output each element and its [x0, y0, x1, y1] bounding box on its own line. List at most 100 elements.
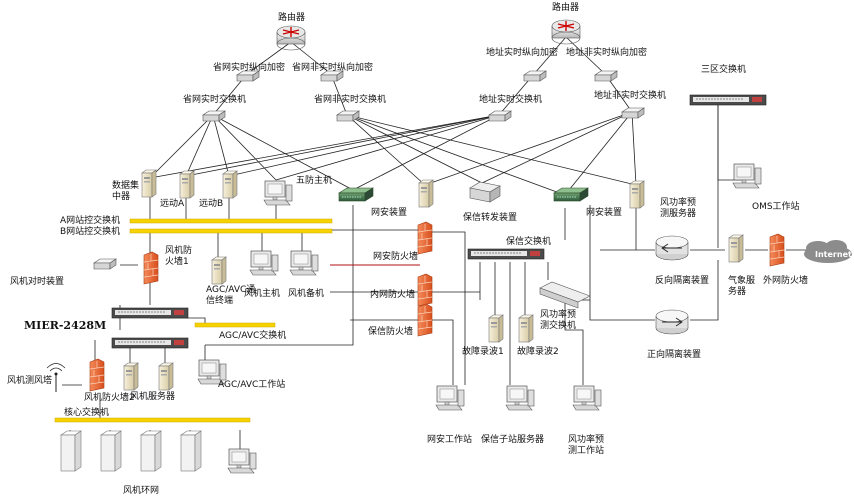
long-switch-icon: [539, 281, 591, 309]
label-weather-server: 气象服: [728, 276, 756, 286]
server-icon: [179, 170, 195, 199]
label-bus-a: A网站控交换机: [60, 216, 121, 226]
workstation-icon: [227, 448, 257, 474]
label-wind-time-sync: 风机对时装置: [10, 277, 65, 287]
switch-icon: [336, 110, 360, 122]
firewall-icon: [89, 358, 105, 392]
label-addr-nrt-sw: 地址非实时交换机: [594, 91, 667, 101]
label-agc-avc-terminal: 信终端: [206, 296, 234, 306]
label-internet: Internet: [815, 250, 852, 259]
workstation-icon: [263, 180, 293, 206]
workstation-icon: [435, 385, 465, 411]
label-mier-2428m: MIER-2428M: [24, 319, 107, 332]
label-wind-forecast-switch: 风功率预: [540, 310, 577, 320]
time-sync-device-icon: [93, 258, 117, 270]
server-icon: [518, 314, 534, 343]
ring-server-icon: [180, 430, 202, 472]
label-weather-server: 务器: [728, 287, 747, 297]
label-zone3-switch: 三区交换机: [701, 65, 747, 75]
workstation-icon: [289, 250, 319, 276]
label-data-concentrator: 数据集: [112, 181, 140, 191]
firewall-icon: [417, 221, 433, 255]
label-addr-nrt-enc: 地址非实时纵向加密: [566, 48, 648, 58]
label-wind-host: 风机主机: [244, 289, 281, 299]
firewall-icon: [417, 303, 433, 337]
zone3-switch-rack-icon: [689, 94, 767, 106]
mier-switch-rack-icon: [111, 337, 189, 349]
label-wind-firewall-1: 风机防: [165, 246, 193, 256]
label-wind-tower: 风机测风塔: [7, 376, 53, 386]
label-addr-rt-enc: 地址实时纵向加密: [486, 48, 559, 58]
mier-switch-rack-icon: [111, 307, 189, 319]
router-icon: [276, 25, 306, 51]
label-wind-firewall-1: 火墙1: [165, 257, 189, 267]
firewall-icon: [417, 273, 433, 307]
server-icon: [141, 169, 157, 198]
ring-server-icon: [140, 430, 162, 472]
firewall-icon: [769, 233, 785, 267]
label-core-switch: 核心交换机: [64, 408, 110, 418]
label-net-sec-device-left: 网安装置: [371, 208, 408, 218]
switch-icon: [488, 110, 512, 122]
bus-b: [129, 228, 333, 234]
label-net-sec-firewall: 网安防火墙: [373, 252, 419, 262]
router-icon: [551, 19, 581, 45]
workstation-icon: [505, 385, 535, 411]
label-wind-forecast-server: 测服务器: [660, 209, 697, 219]
ring-server-icon: [100, 430, 122, 472]
label-prov-rt-sw: 省网实时交换机: [183, 95, 247, 105]
protection-forward-device-icon: [469, 181, 501, 203]
switch-icon: [202, 110, 226, 122]
server-icon: [211, 256, 227, 285]
label-agc-avc-switch: AGC/AVC交换机: [219, 331, 287, 341]
agc-avc-switch-bus: [194, 322, 276, 328]
label-net-sec-device-right: 网安装置: [586, 208, 623, 218]
label-wind-ring-network: 风机环网: [123, 486, 160, 496]
net-security-switch-icon: [553, 187, 589, 202]
label-wind-forecast-workstation: 风功率预: [568, 435, 605, 445]
label-bus-b: B网站控交换机: [60, 227, 121, 237]
label-net-sec-workstation: 网安工作站: [427, 435, 473, 445]
label-wufang-host: 五防主机: [296, 176, 333, 186]
label-forward-isolation: 正向隔离装置: [647, 350, 702, 360]
internet-cloud-icon: [804, 240, 852, 263]
label-remote-a: 远动A: [160, 199, 185, 209]
label-protection-switch: 保信交换机: [506, 237, 552, 247]
label-agc-avc-terminal: AGC/AVC通: [206, 285, 256, 295]
server-icon: [728, 234, 744, 263]
encryption-device-icon: [523, 70, 547, 82]
label-fault-recorder-1: 故障录波1: [462, 347, 504, 357]
bus-a: [129, 218, 333, 224]
server-icon: [488, 314, 504, 343]
server-icon: [222, 170, 238, 199]
workstation-icon: [572, 385, 602, 411]
label-wind-firewall-2: 风机防火墙2: [84, 393, 135, 403]
workstation-icon: [249, 250, 279, 276]
label-data-concentrator: 中器: [112, 192, 131, 202]
net-security-switch-icon: [338, 187, 374, 202]
label-wind-backup: 风机备机: [288, 289, 325, 299]
label-wind-forecast-switch: 测交换机: [540, 321, 577, 331]
label-wind-forecast-workstation: 测工作站: [568, 446, 605, 456]
encryption-device-icon: [594, 70, 618, 82]
label-prov-nrt-sw: 省网非实时交换机: [314, 95, 387, 105]
label-addr-rt-sw: 地址实时交换机: [479, 95, 543, 105]
server-icon: [629, 180, 645, 209]
label-remote-b: 远动B: [199, 199, 224, 209]
workstation-icon: [732, 163, 762, 189]
label-fault-recorder-2: 故障录波2: [517, 347, 559, 357]
label-router-left: 路由器: [278, 13, 306, 23]
label-prov-rt-enc: 省网实时纵向加密: [213, 63, 286, 73]
server-icon: [158, 362, 174, 391]
label-protection-substation-server: 保信子站服务器: [481, 435, 545, 445]
antenna-icon: [46, 363, 66, 392]
label-external-firewall: 外网防火墙: [763, 276, 809, 286]
label-inner-firewall: 内网防火墙: [370, 290, 416, 300]
server-icon: [418, 179, 434, 208]
label-reverse-isolation: 反向隔离装置: [655, 276, 710, 286]
label-prov-nrt-enc: 省网非实时纵向加密: [292, 63, 374, 73]
label-agc-avc-workstation: AGC/AVC工作站: [218, 380, 286, 390]
ring-server-icon: [60, 430, 82, 472]
